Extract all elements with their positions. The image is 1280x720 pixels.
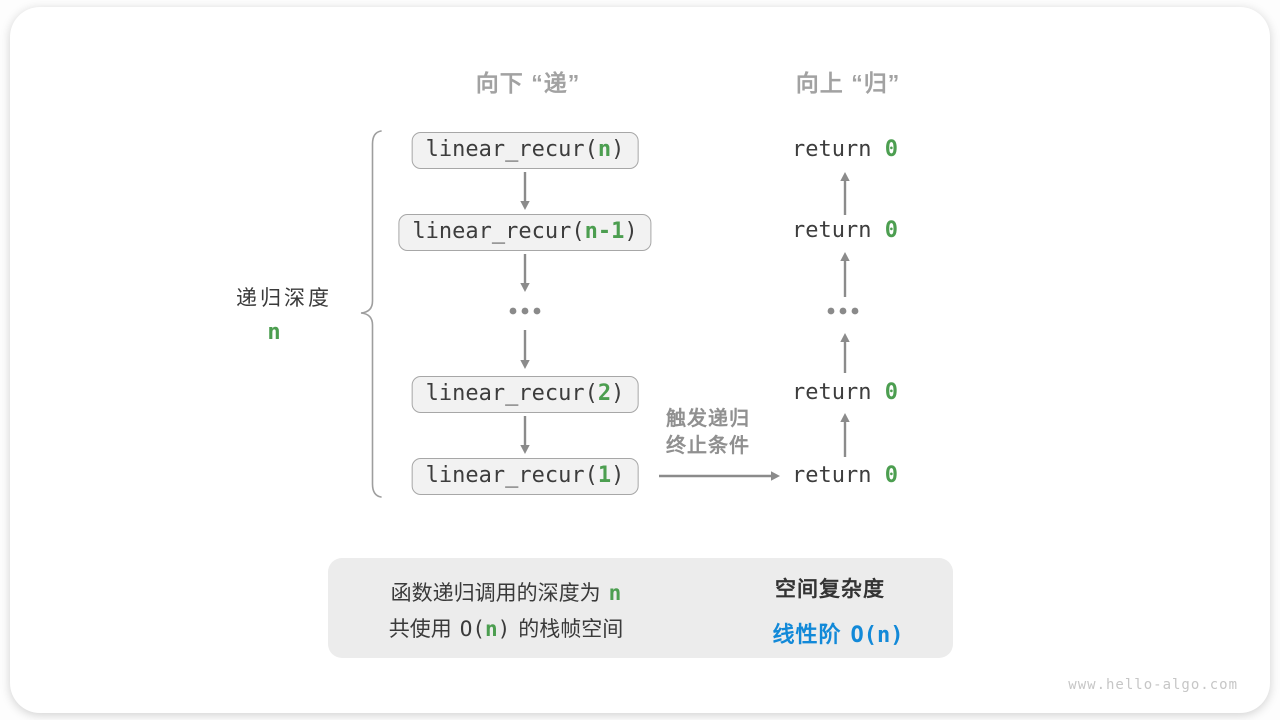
header-upward-return: 向上 “归” [795,70,901,96]
call-box-n-1: linear_recur(n-1) [398,214,652,251]
space-complexity-text: 线性阶 [772,622,842,647]
call-box-2: linear_recur(2) [411,376,639,413]
call-box-n: linear_recur(n) [411,132,639,169]
summary-space-code: O( [459,617,485,641]
return-value: 0 [884,380,898,405]
summary-line-space: 共使用 O(n) 的栈帧空间 [389,617,624,642]
recursion-depth-value: n [267,320,281,345]
header-downward-recurse: 向下 “递” [475,70,581,96]
return-value: 0 [884,218,898,243]
call-box-text: linear_recur( [425,381,598,406]
return-keyword: return [792,137,872,162]
call-box-arg: 1 [597,463,612,488]
space-complexity-value: 线性阶 O(n) [773,617,904,649]
call-box-arg: n [597,137,612,162]
return-statement: return 0 [792,217,898,245]
summary-space-pre: 共使用 [388,618,452,641]
space-complexity-title: 空间复杂度 [775,578,885,601]
base-case-label-line1: 触发递归 [666,408,750,430]
return-value: 0 [884,463,898,488]
summary-space-post: 的栈帧空间 [518,618,624,641]
call-box-1: linear_recur(1) [411,458,639,495]
summary-space-code-n: n [484,617,498,641]
call-box-text: ) [611,137,625,162]
summary-space-code: ) [497,617,511,641]
summary-depth-text: 函数递归调用的深度为 [390,582,601,605]
call-box-arg: n-1 [584,219,625,244]
return-statement: return 0 [792,136,898,164]
return-statement: return 0 [792,379,898,407]
watermark: www.hello-algo.com [1068,677,1238,693]
call-box-text: ) [624,219,638,244]
summary-panel [328,558,953,658]
return-statement: return 0 [792,462,898,490]
space-complexity-code: O(n) [850,623,904,648]
base-case-label: 触发递归 终止条件 [666,406,750,460]
return-keyword: return [792,380,872,405]
call-box-text: ) [611,381,625,406]
return-keyword: return [792,218,872,243]
summary-depth-value: n [608,581,622,605]
base-case-label-line2: 终止条件 [666,435,750,457]
call-box-text: linear_recur( [425,463,598,488]
return-keyword: return [792,463,872,488]
summary-line-depth: 函数递归调用的深度为 n [391,581,622,606]
return-value: 0 [884,137,898,162]
call-box-text: ) [611,463,625,488]
recursion-depth-label: 递归深度 [236,287,332,310]
call-box-text: linear_recur( [425,137,598,162]
call-box-arg: 2 [597,381,612,406]
call-box-text: linear_recur( [412,219,585,244]
